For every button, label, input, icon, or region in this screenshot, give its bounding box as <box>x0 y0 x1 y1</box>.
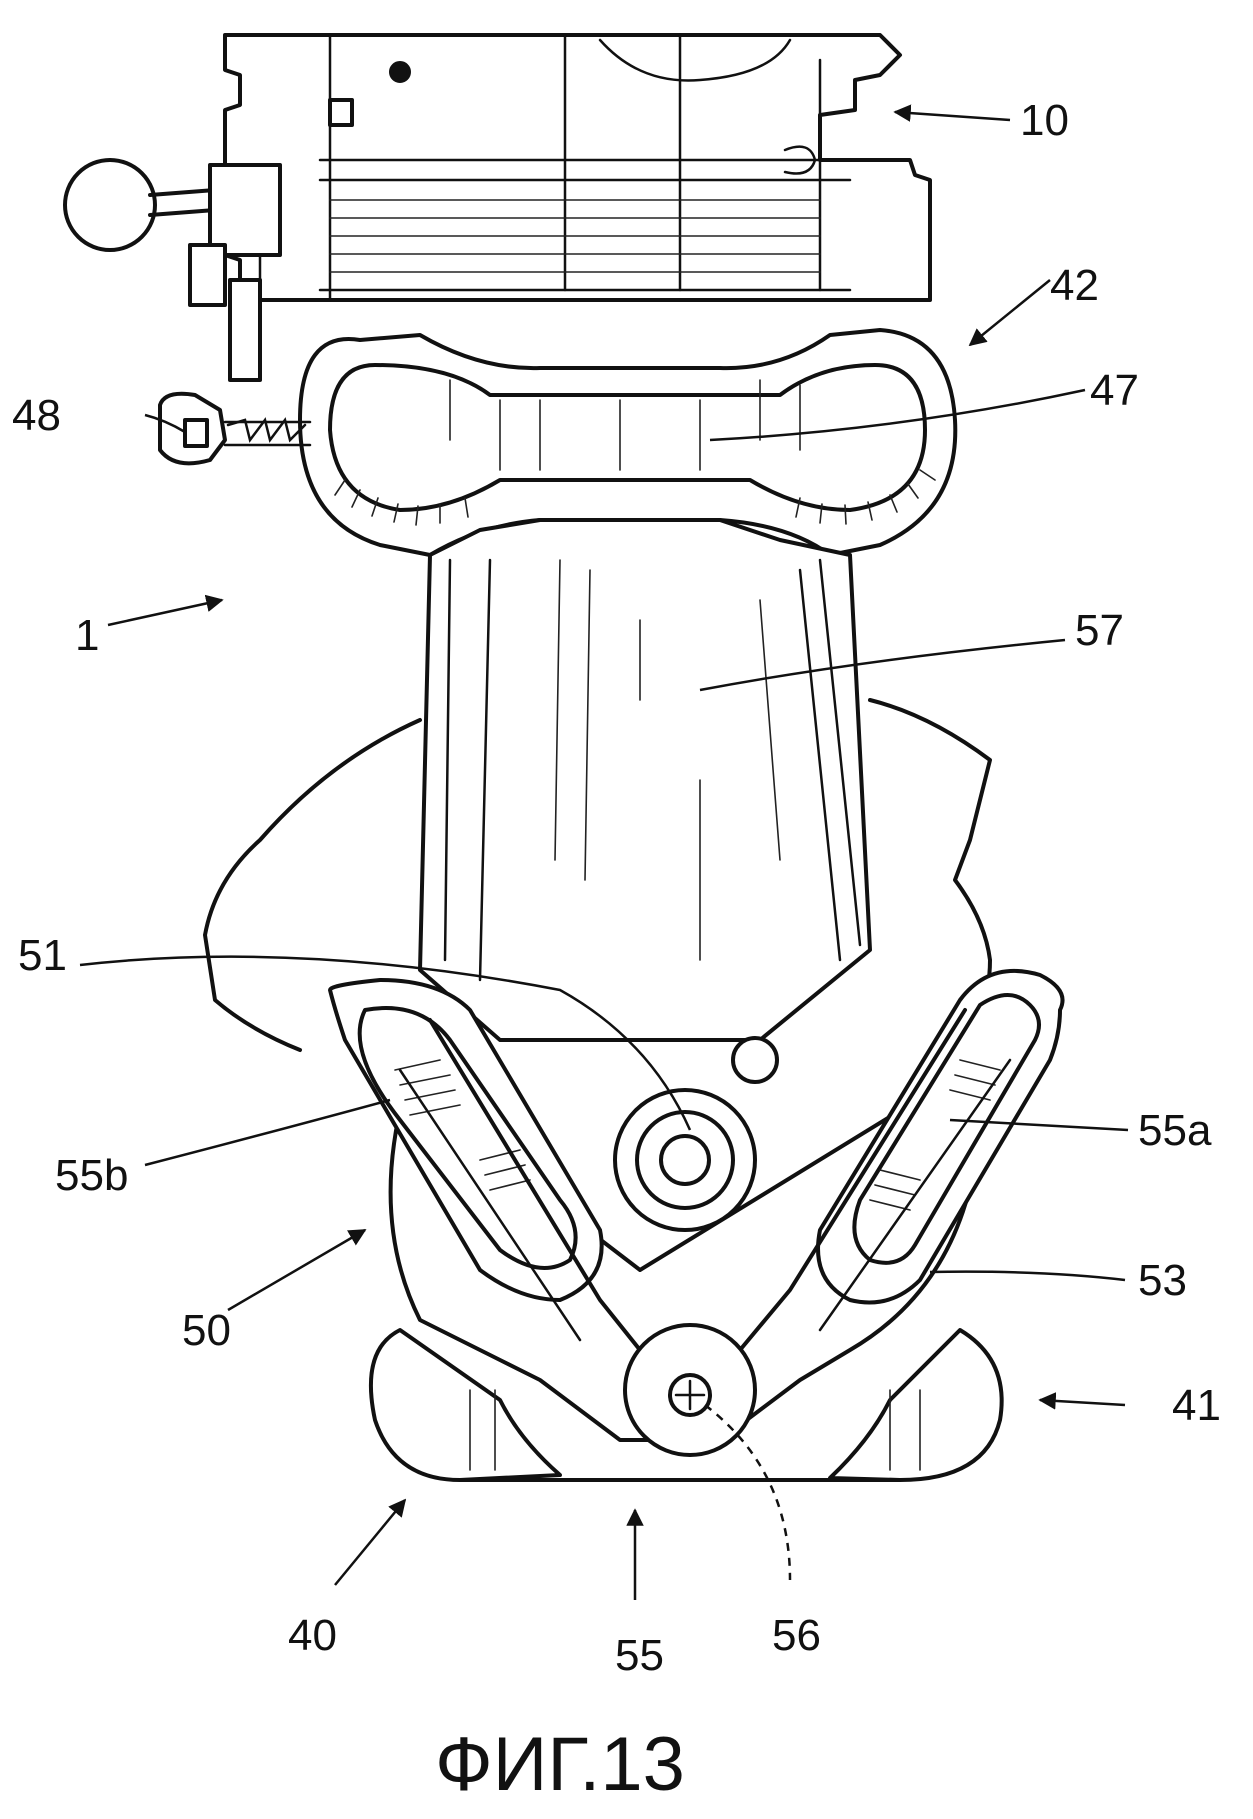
camera-plate-assembly <box>223 33 932 302</box>
lock-screw <box>158 391 312 466</box>
label-10: 10 <box>1020 96 1069 145</box>
label-42: 42 <box>1050 261 1099 310</box>
reference-labels: 10 42 47 48 1 57 51 55a 55b 53 50 41 40 … <box>12 96 1221 1680</box>
label-55a: 55a <box>1138 1106 1212 1155</box>
label-41: 41 <box>1172 1381 1221 1430</box>
upper-housing <box>298 328 958 557</box>
label-47: 47 <box>1090 366 1139 415</box>
support-column <box>418 518 872 1042</box>
label-55: 55 <box>615 1631 664 1680</box>
label-51: 51 <box>18 931 67 980</box>
label-1: 1 <box>75 611 99 660</box>
figure-caption: ФИГ.13 <box>435 1722 685 1807</box>
leader-lines <box>79 104 1129 1600</box>
label-53: 53 <box>1138 1256 1187 1305</box>
handle-knob <box>63 158 282 382</box>
label-55b: 55b <box>55 1151 128 1200</box>
label-56: 56 <box>772 1611 821 1660</box>
label-40: 40 <box>288 1611 337 1660</box>
label-57: 57 <box>1075 606 1124 655</box>
label-50: 50 <box>182 1306 231 1355</box>
label-48: 48 <box>12 391 61 440</box>
cam-assembly <box>328 968 1065 1482</box>
